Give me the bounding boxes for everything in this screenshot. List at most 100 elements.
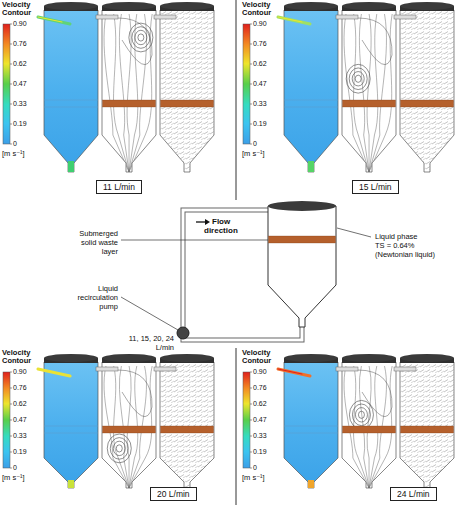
colorbar-title: Velocity Contour [242,1,278,18]
colorbar [3,24,10,144]
waste-layer [343,100,396,107]
tick-mark [10,24,12,25]
reactor-lid [284,354,338,362]
inlet-pipe [336,367,358,371]
divider-line [236,348,237,505]
tick-label: 0.76 [13,40,27,48]
inlet-pipe [394,367,416,371]
vortex-ring [358,411,364,418]
layer-outline [284,107,338,108]
inlet-pipe [336,15,358,19]
unit-label: [m s⁻¹] [2,150,25,158]
leader-line [121,297,178,330]
outlet-jet [68,480,74,488]
phase-label: (Newtonian liquid) [375,251,435,259]
streamline-texture [160,362,214,488]
tick-label: 0.33 [13,100,27,108]
reactor-lid [102,2,156,10]
streamline-view [160,10,214,172]
tick-mark [10,84,12,85]
waste-layer [343,426,396,433]
result-panel [240,0,474,200]
tick-mark [10,124,12,125]
waste-layer [161,426,214,433]
layer-outline [44,426,98,427]
vortex-ring [129,23,153,52]
waste-layer [103,100,156,107]
inlet-pipe [96,367,118,371]
inlet-jet-core [278,17,302,22]
layer-outline [284,100,338,101]
streamline-texture [400,10,454,172]
flow-rate-label: 11, 15, 20, 24 [129,335,174,343]
vortex-ring [352,72,364,86]
tick-label: 0.33 [253,100,267,108]
streamline-view [400,362,454,488]
streamline [118,18,152,65]
reactor-lid [44,354,98,362]
tick-label: 0.76 [13,384,27,392]
flow-rate-box: 20 L/min [150,487,197,501]
streamline [104,14,129,172]
streamline-view [102,10,156,172]
reactor-lid [342,2,396,10]
tick-mark [10,404,12,405]
tick-label: 0.62 [13,60,27,68]
tick-mark [250,372,252,373]
vortex-ring [349,68,367,90]
vortex-ring [110,438,128,460]
tick-label: 0.33 [253,432,267,440]
inlet-pipe [96,15,118,19]
tick-mark [250,104,252,105]
tick-mark [10,452,12,453]
inlet-jet-core [38,369,62,374]
colorbar [243,24,250,144]
pump-symbol [177,327,189,339]
tick-label: 0.62 [13,400,27,408]
pipe-inner [183,210,268,328]
streamline-view [342,362,396,488]
tick-mark [10,144,12,145]
outlet-jet [308,161,314,172]
tick-label: 0.90 [13,20,27,28]
reactor-outline [268,206,336,327]
tick-mark [250,84,252,85]
velocity-contour [44,10,98,172]
vortex-ring [355,408,367,422]
result-panel [0,0,236,200]
streamline [119,14,129,172]
colorbar-title: Velocity Contour [2,349,38,366]
tick-label: 0 [13,140,17,148]
vortex-ring [355,75,361,82]
pipe [183,326,302,340]
reactor-lid [160,354,214,362]
streamline [367,14,371,172]
layer-label: Submerged [79,230,118,238]
tick-mark [250,404,252,405]
colorbar [3,372,10,468]
divider-line [236,0,237,200]
tick-label: 0.47 [253,80,267,88]
phase-label: Liquid phase [375,233,418,241]
reactor-lid [102,354,156,362]
pump-label: recirculation [78,294,118,302]
inlet-jet [38,369,70,376]
inlet-pipe [154,367,176,371]
leader-line [337,228,371,237]
unit-label: [m s⁻¹] [242,474,265,482]
inlet-jet [278,17,310,24]
tick-label: 0 [253,464,257,472]
tick-label: 0.47 [253,416,267,424]
tick-mark [250,124,252,125]
tick-mark [250,468,252,469]
tick-mark [250,144,252,145]
waste-layer [401,426,454,433]
phase-label: TS = 0.64% [375,242,414,250]
inlet-pipe [394,15,416,19]
tick-mark [10,388,12,389]
layer-label: layer [102,248,118,256]
vortex-ring [346,64,370,93]
vortex-ring [352,404,370,426]
reactor-lid [268,201,336,211]
inlet-jet [278,369,310,376]
